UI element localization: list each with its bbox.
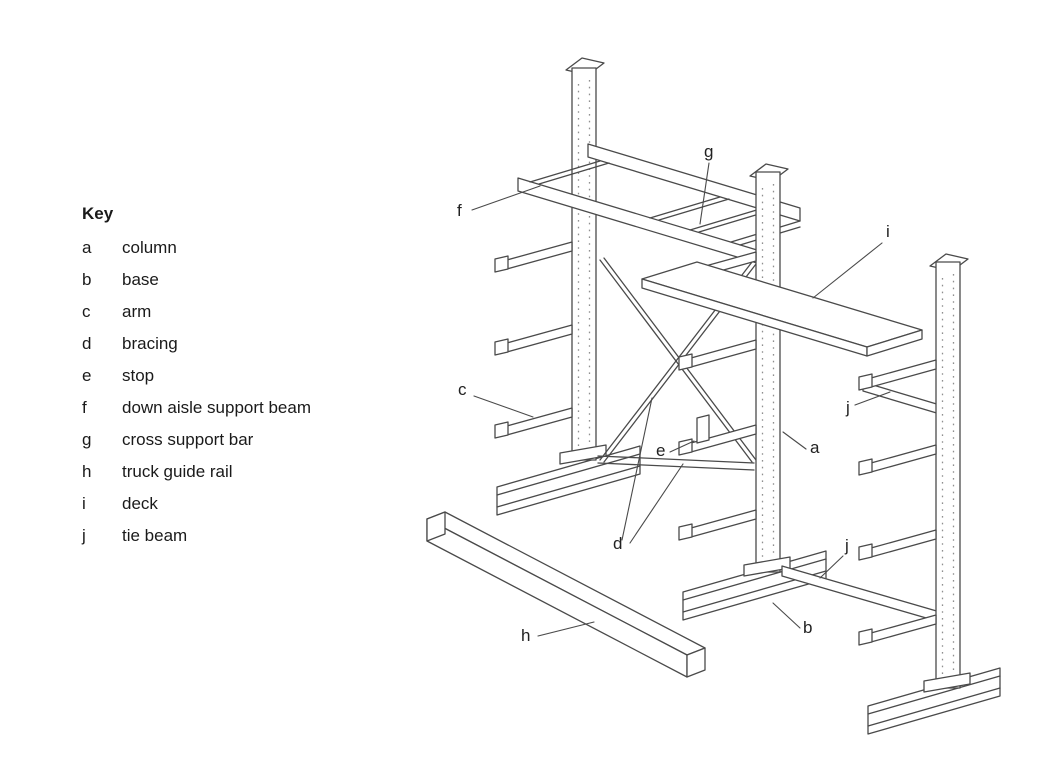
key-letter: i [82,494,86,513]
key-legend: Key a column b base c arm d bracing e stop f d… [82,204,311,558]
column-foot [923,672,971,693]
leader-line-b [772,602,801,629]
key-title: Key [82,204,114,223]
key-label: stop [122,366,155,385]
down-aisle-support-beam [517,143,801,264]
arms-left-column [494,241,573,439]
arm-body [690,339,757,368]
diagram-label-a: a [810,438,820,457]
arm-body [506,241,573,270]
arms-middle-column [678,251,757,541]
arm-body [870,444,937,473]
diagram-label-c: c [458,380,467,399]
column-body [571,67,597,461]
rail-end-right [686,647,706,678]
arm-end-cap [678,353,693,371]
leader-lines [471,162,891,637]
diagram-label-j-upper: j [845,398,850,417]
key-label: bracing [122,334,178,353]
column-left [559,57,607,465]
key-item-a: a column [82,238,311,258]
key-letter: d [82,334,92,353]
key-item-c: c arm [82,302,311,322]
key-label: cross support bar [122,430,254,449]
leader-line-f [471,185,541,211]
diagram-label-d: d [613,534,622,553]
leader-line-e [669,440,695,453]
key-letter: h [82,462,92,481]
key-letter: a [82,238,92,257]
key-item-f: f down aisle support beam [82,398,311,418]
leader-line-g [699,162,710,225]
diagram-label-e: e [656,441,665,460]
key-item-g: g cross support bar [82,430,311,450]
key-item-e: e stop [82,366,311,386]
arm-end-cap [494,255,509,273]
truck-guide-rail [426,511,706,678]
arm-end-cap [858,373,873,391]
key-letter: e [82,366,92,385]
key-item-i: i deck [82,494,311,514]
arm-end-cap [858,458,873,476]
key-label: column [122,238,177,257]
diagram-label-i: i [886,222,890,241]
arm-end-cap [858,628,873,646]
arm-end-cap [678,523,693,541]
key-item-b: b base [82,270,311,290]
arm-body [506,407,573,436]
diagram-label-j-lower: j [844,536,849,555]
diagram-label-h: h [521,626,530,645]
column-body [935,261,961,689]
key-label: tie beam [122,526,188,545]
base-middle [682,550,827,621]
rail-front [426,518,688,678]
arm-body [870,529,937,558]
key-letter: f [82,398,87,417]
key-item-j: j tie beam [82,526,311,546]
rail-end-left [426,511,446,542]
arm-body [870,614,937,643]
tie-beam-lower [781,565,941,623]
key-letter: j [82,526,86,545]
arm-body [506,324,573,353]
key-item-h: h truck guide rail [82,462,311,482]
deck-end [866,329,923,357]
key-label: arm [122,302,152,321]
leader-line-d2 [629,463,684,544]
key-letter: c [82,302,91,321]
leader-line-d1 [621,397,653,541]
column-body [755,171,781,573]
diagram-label-b: b [803,618,812,637]
column-right [923,253,971,693]
arms-right-column [858,359,937,646]
arm-body [690,509,757,538]
key-letter: b [82,270,92,289]
leader-line-a [782,431,807,450]
stop [696,414,710,444]
deck [641,261,923,357]
diagram-label-g: g [704,142,713,161]
leader-line-h [537,621,595,637]
diagram-label-f: f [457,201,462,220]
arm-end-cap [494,338,509,356]
key-label: truck guide rail [122,462,233,481]
key-item-d: d bracing [82,334,311,354]
key-letter: g [82,430,92,449]
arm-body [870,359,937,388]
deck-top [641,261,923,348]
rail-top [426,511,706,656]
arm-end-cap [858,543,873,561]
key-label: base [122,270,159,289]
base-right [867,667,1001,735]
leader-line-i [812,242,883,299]
leader-line-j-upper [854,391,891,406]
diagram-labels: f g i c e a d j j h b [457,142,890,645]
key-label: deck [122,494,158,513]
leader-line-j-lower [819,555,844,579]
key-label: down aisle support beam [122,398,312,417]
leader-line-c [473,395,534,418]
arm-end-cap [494,421,509,439]
